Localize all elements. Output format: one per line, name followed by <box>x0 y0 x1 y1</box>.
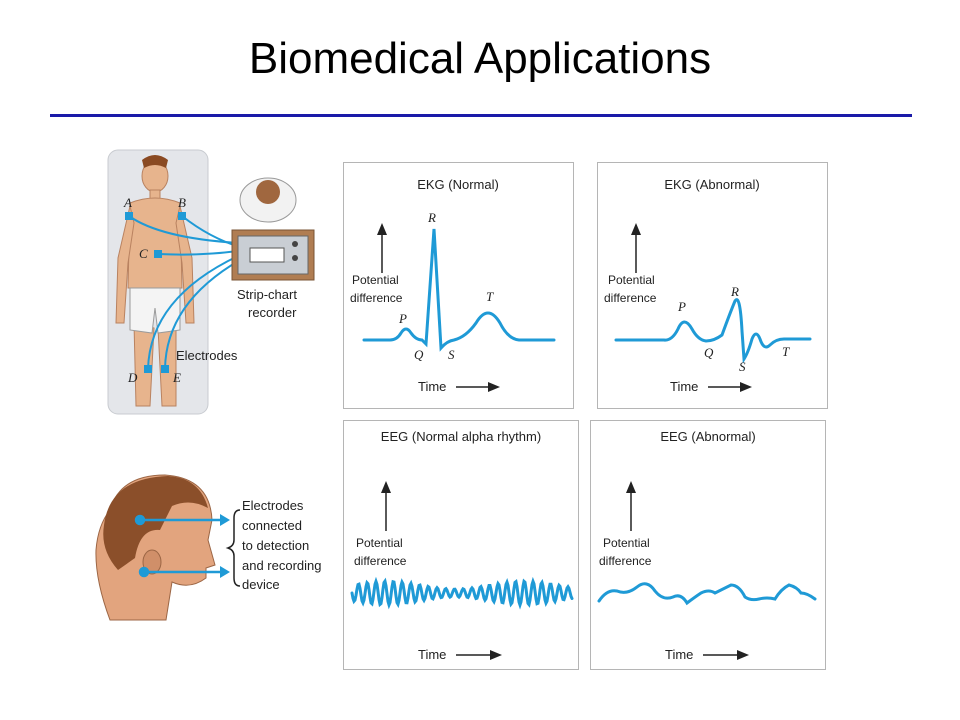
patient-electrode-illustration: A B C D E Strip-chart recorder Electrode… <box>107 149 315 415</box>
panel-title: EEG (Normal alpha rhythm) <box>381 429 541 444</box>
title-underline <box>50 114 912 117</box>
wave-label-q: Q <box>704 345 714 360</box>
head-caption-line4: and recording <box>242 558 322 573</box>
head-caption-line1: Electrodes <box>242 498 304 513</box>
x-label: Time <box>665 647 693 662</box>
wave-label-s: S <box>448 347 455 362</box>
head-caption-line3: to detection <box>242 538 309 553</box>
slide-title: Biomedical Applications <box>248 34 712 83</box>
wave-label-t: T <box>486 289 494 304</box>
eeg-normal-trace <box>350 576 574 610</box>
eeg-abnormal-trace <box>597 582 817 606</box>
wave-label-s: S <box>739 359 746 374</box>
y-label-line1: Potential <box>352 273 399 287</box>
x-label: Time <box>418 379 446 394</box>
y-label-line1: Potential <box>356 536 403 550</box>
panel-title: EKG (Abnormal) <box>664 177 759 192</box>
wave-label-q: Q <box>414 347 424 362</box>
electrodes-label: Electrodes <box>176 348 238 363</box>
electrode-a-marker <box>125 212 133 220</box>
y-label-line2: difference <box>350 291 403 305</box>
electrode-d-marker <box>144 365 152 373</box>
recorder-label-line2: recorder <box>248 305 297 320</box>
x-label: Time <box>670 379 698 394</box>
wave-label-t: T <box>782 344 790 359</box>
electrode-label-e: E <box>172 370 181 385</box>
electrode-label-c: C <box>139 246 148 261</box>
y-label-line2: difference <box>354 554 407 568</box>
recorder-label-line1: Strip-chart <box>237 287 297 302</box>
panel-title: EKG (Normal) <box>417 177 499 192</box>
head-caption-line2: connected <box>242 518 302 533</box>
electrode-label-a: A <box>123 195 132 210</box>
electrode-label-b: B <box>178 195 186 210</box>
ekg-abnormal-trace <box>614 298 812 364</box>
y-label-line1: Potential <box>603 536 650 550</box>
wave-label-p: P <box>677 299 686 314</box>
electrode-c-marker <box>154 250 162 258</box>
wave-label-p: P <box>398 311 407 326</box>
electrode-label-d: D <box>127 370 138 385</box>
eeg-normal-panel: EEG (Normal alpha rhythm) Potential diff… <box>343 420 579 670</box>
y-label-line2: difference <box>599 554 652 568</box>
wave-label-r: R <box>427 210 436 225</box>
head-electrode-illustration: Electrodes connected to detection and re… <box>95 474 322 621</box>
panel-title: EEG (Abnormal) <box>660 429 755 444</box>
y-label-line1: Potential <box>608 273 655 287</box>
eeg-abnormal-panel: EEG (Abnormal) Potential difference Time <box>590 420 826 670</box>
ekg-normal-trace <box>362 228 556 352</box>
electrode-b-marker <box>178 212 186 220</box>
ekg-abnormal-panel: EKG (Abnormal) Potential difference P Q … <box>597 162 828 409</box>
wave-label-r: R <box>730 284 739 299</box>
x-label: Time <box>418 647 446 662</box>
head-caption-line5: device <box>242 577 280 592</box>
ekg-normal-panel: EKG (Normal) Potential difference P Q R … <box>343 162 574 409</box>
electrode-e-marker <box>161 365 169 373</box>
y-label-line2: difference <box>604 291 657 305</box>
